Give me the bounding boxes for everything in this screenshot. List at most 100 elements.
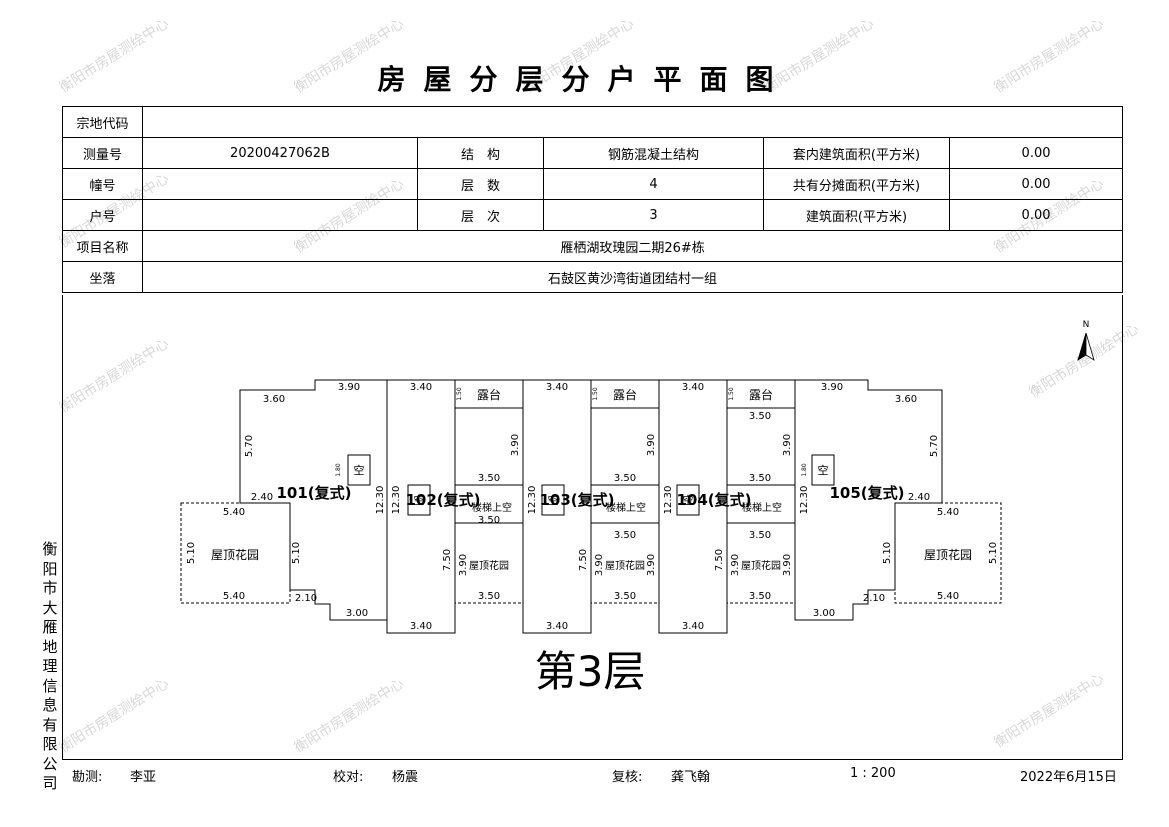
dim-label: 3.90 — [458, 554, 469, 576]
terrace-box — [726, 379, 796, 409]
terrace-dashed — [454, 380, 523, 409]
floor-label: 第3层 — [535, 647, 646, 696]
stair-void-label: 楼梯上空 — [472, 501, 512, 514]
void-box — [676, 484, 700, 516]
small-garden-label: 屋顶花园 — [469, 559, 509, 572]
dim-label: 3.90 — [782, 554, 793, 576]
dim-label: 3.50 — [478, 473, 500, 484]
dim-label: 3.40 — [546, 621, 568, 632]
dim-label: 3.50 — [749, 411, 771, 422]
jiaodui-label: 校对: — [333, 770, 364, 785]
dim-label: 5.10 — [988, 542, 999, 564]
stair-void-box — [454, 484, 524, 524]
page-title: 房屋分层分户平面图 — [377, 63, 792, 96]
dim-label: 3.60 — [263, 394, 285, 405]
dim-label: 5.10 — [882, 542, 893, 564]
dim-label-small: 1.80 — [801, 463, 808, 477]
dim-label: 2.40 — [251, 492, 273, 503]
taonei-value: 0.00 — [948, 137, 1124, 169]
dim-label-small: 1.50 — [728, 387, 735, 401]
xiangmu-value: 雁栖湖玫瑰园二期26#栋 — [141, 230, 1124, 262]
table-row: 户号 层 次 3 建筑面积(平方米) 0.00 — [62, 199, 1124, 231]
dim-label: 3.90 — [782, 434, 793, 456]
dim-label: 5.10 — [186, 542, 197, 564]
dim-label: 3.50 — [478, 591, 500, 602]
fuhe-value: 龚飞翰 — [671, 770, 711, 785]
void-label: 空 — [354, 463, 365, 477]
void-box — [407, 484, 431, 516]
unit-101-outline — [239, 379, 388, 621]
dim-label: 3.00 — [813, 608, 835, 619]
unit-label: 104(复式) — [676, 491, 751, 509]
zuoluo-label: 坐落 — [62, 261, 143, 293]
table-row: 幢号 层 数 4 共有分摊面积(平方米) 0.00 — [62, 168, 1124, 200]
void-label: 空 — [414, 493, 425, 507]
dim-label: 12.30 — [375, 486, 386, 515]
dim-label: 3.90 — [510, 434, 521, 456]
xiangmu-label: 项目名称 — [62, 230, 143, 262]
dim-label: 3.00 — [346, 608, 368, 619]
table-row: 坐落 石鼓区黄沙湾街道团结村一组 — [62, 261, 1124, 293]
cenci-value: 3 — [543, 199, 764, 231]
censhu-value: 4 — [543, 168, 764, 200]
void-box — [541, 484, 565, 516]
roof-garden-label: 屋顶花园 — [924, 547, 972, 562]
dim-label: 3.50 — [749, 591, 771, 602]
dim-label: 3.90 — [730, 554, 741, 576]
plan-frame — [62, 295, 1123, 760]
small-garden — [726, 522, 796, 604]
terrace-label: 露台 — [477, 387, 501, 402]
jiegou-value: 钢筋混凝土结构 — [543, 137, 764, 169]
small-garden-label: 屋顶花园 — [741, 559, 781, 572]
table-row: 测量号 20200427062B 结 构 钢筋混凝土结构 套内建筑面积(平方米)… — [62, 137, 1124, 169]
dim-label: 12.30 — [527, 486, 538, 515]
kance-value: 李亚 — [130, 770, 157, 785]
dim-label: 3.50 — [614, 473, 636, 484]
dim-label: 3.60 — [895, 394, 917, 405]
dim-label: 3.90 — [338, 382, 360, 393]
terrace-label: 露台 — [749, 387, 773, 402]
dim-label: 3.90 — [821, 382, 843, 393]
dim-label: 12.30 — [663, 486, 674, 515]
dim-label: 5.70 — [929, 435, 940, 457]
dim-label: 5.70 — [244, 435, 255, 457]
roof-garden-right — [894, 502, 1002, 604]
dim-label: 3.50 — [749, 473, 771, 484]
roof-garden-label: 屋顶花园 — [211, 547, 259, 562]
dim-label: 2.10 — [295, 593, 317, 604]
dim-label: 3.50 — [478, 515, 500, 526]
scale: 1 : 200 — [850, 766, 896, 781]
dim-label-small: 1.50 — [592, 387, 599, 401]
unit-label: 105(复式) — [829, 484, 904, 502]
dim-label: 7.50 — [714, 549, 725, 571]
jianzhu-value: 0.00 — [948, 199, 1124, 231]
dim-label: 3.50 — [749, 530, 771, 541]
svg-text:N: N — [1083, 320, 1090, 330]
north-arrow-icon: N — [1077, 320, 1095, 361]
dim-label: 5.40 — [223, 591, 245, 602]
dim-label: 3.50 — [614, 530, 636, 541]
zongdi-label: 宗地代码 — [62, 106, 143, 138]
zhuanghao-label: 幢号 — [62, 168, 143, 200]
small-garden — [590, 522, 660, 604]
dim-label: 5.40 — [223, 507, 245, 518]
terrace-dashed — [591, 379, 659, 409]
void-label: 空 — [683, 493, 694, 507]
dim-label: 3.40 — [410, 382, 432, 393]
dim-label: 5.10 — [291, 542, 302, 564]
dim-label: 2.40 — [908, 492, 930, 503]
terrace-label: 露台 — [613, 387, 637, 402]
dim-label: 5.40 — [937, 591, 959, 602]
dim-label: 3.50 — [614, 591, 636, 602]
dim-label: 3.40 — [410, 621, 432, 632]
jiaodui-value: 杨震 — [392, 770, 419, 785]
huhao-value — [142, 199, 418, 231]
dim-label: 3.40 — [546, 382, 568, 393]
side-company-name: 衡 阳 市 大 雁 地 理 信 息 有 限 公 司 — [42, 540, 58, 792]
dim-label: 3.90 — [594, 554, 605, 576]
void-label: 空 — [818, 463, 829, 477]
dim-label: 12.30 — [391, 486, 402, 515]
unit-label: 103(复式) — [539, 491, 614, 509]
dim-label: 3.90 — [646, 554, 657, 576]
